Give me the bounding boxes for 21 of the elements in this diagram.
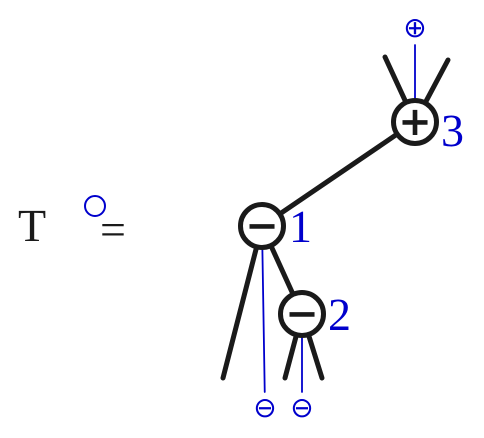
charge-symbol: ⊖ (287, 392, 317, 424)
tree-node-circle: − (238, 202, 286, 250)
tree-symbol: T (18, 203, 46, 249)
node-number: 3 (441, 108, 464, 154)
tree-branch (424, 58, 450, 104)
tree-branch (220, 246, 259, 380)
node-number: 1 (289, 204, 312, 250)
equals-sign: = (100, 207, 126, 253)
tree-node-circle: − (278, 290, 326, 338)
connector-line (301, 337, 303, 393)
tree-node-circle: + (391, 98, 439, 146)
connector-line (414, 44, 416, 99)
charge-symbol: ⊖ (250, 392, 280, 424)
charge-symbol: ⊕ (398, 11, 432, 45)
tree-branch (269, 245, 295, 295)
tree-branch (306, 334, 324, 380)
connector-line (262, 249, 266, 393)
tree-branch (282, 334, 298, 380)
tree-branch (382, 54, 408, 103)
node-number: 2 (328, 292, 351, 338)
tree-branch (279, 133, 398, 215)
